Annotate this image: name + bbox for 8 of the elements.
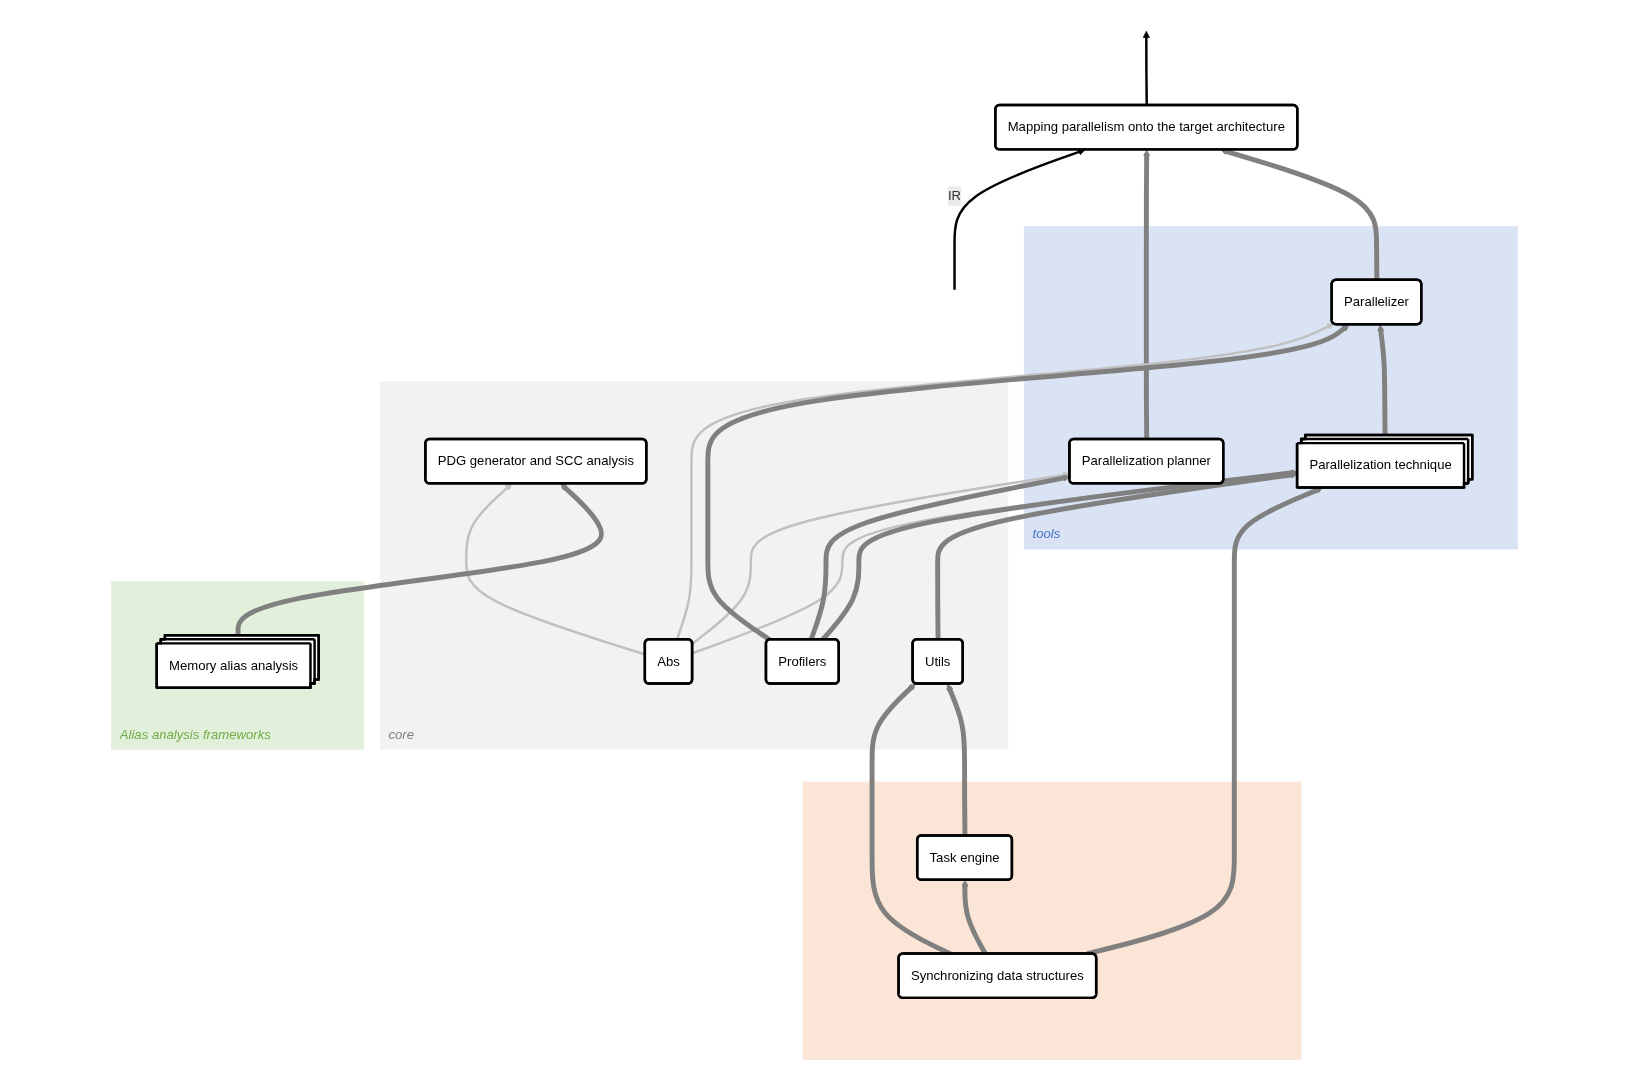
edge-label: IR xyxy=(947,188,962,203)
arrow xyxy=(946,683,968,836)
arrow xyxy=(935,471,1298,640)
arrow xyxy=(1143,149,1151,440)
arrow xyxy=(691,471,1071,645)
cluster xyxy=(802,781,1302,1060)
arrow xyxy=(1142,30,1150,106)
arrow xyxy=(235,483,604,636)
